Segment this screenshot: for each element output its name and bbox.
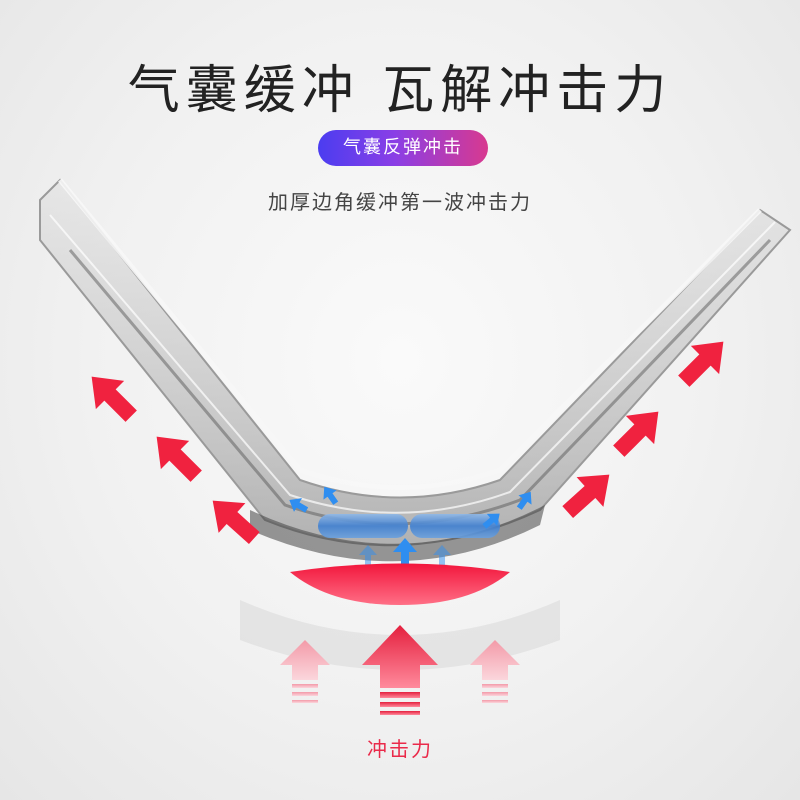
impact-arrow-right [470,640,520,703]
impact-label: 冲击力 [367,737,433,761]
phone-case [39,178,792,562]
feature-badge: 气囊反弹冲击 [318,130,488,166]
cushion-rebound-arrows [289,486,532,568]
outward-arrows-left [91,376,260,545]
rebound-arrow [393,538,417,568]
outward-arrow [212,500,260,545]
rebound-arrow [359,545,377,567]
impact-arrow-center [362,625,438,715]
outward-arrows-right [562,341,724,519]
outward-arrow [613,411,659,457]
outward-arrow [678,341,724,387]
impact-arc [290,563,510,605]
rebound-arrow [516,491,532,510]
air-cushion-pads [318,514,500,538]
headline: 气囊缓冲 瓦解冲击力 [127,61,673,121]
rebound-arrow [289,498,309,513]
subtitle: 加厚边角缓冲第一波冲击力 [268,190,532,214]
outward-arrow [156,436,202,482]
outward-arrow [91,376,137,422]
rebound-arrow [482,513,500,529]
rebound-arrow [433,545,451,567]
outward-arrow [562,474,610,519]
rebound-arrow [323,486,339,505]
impact-arrow-left [280,640,330,703]
